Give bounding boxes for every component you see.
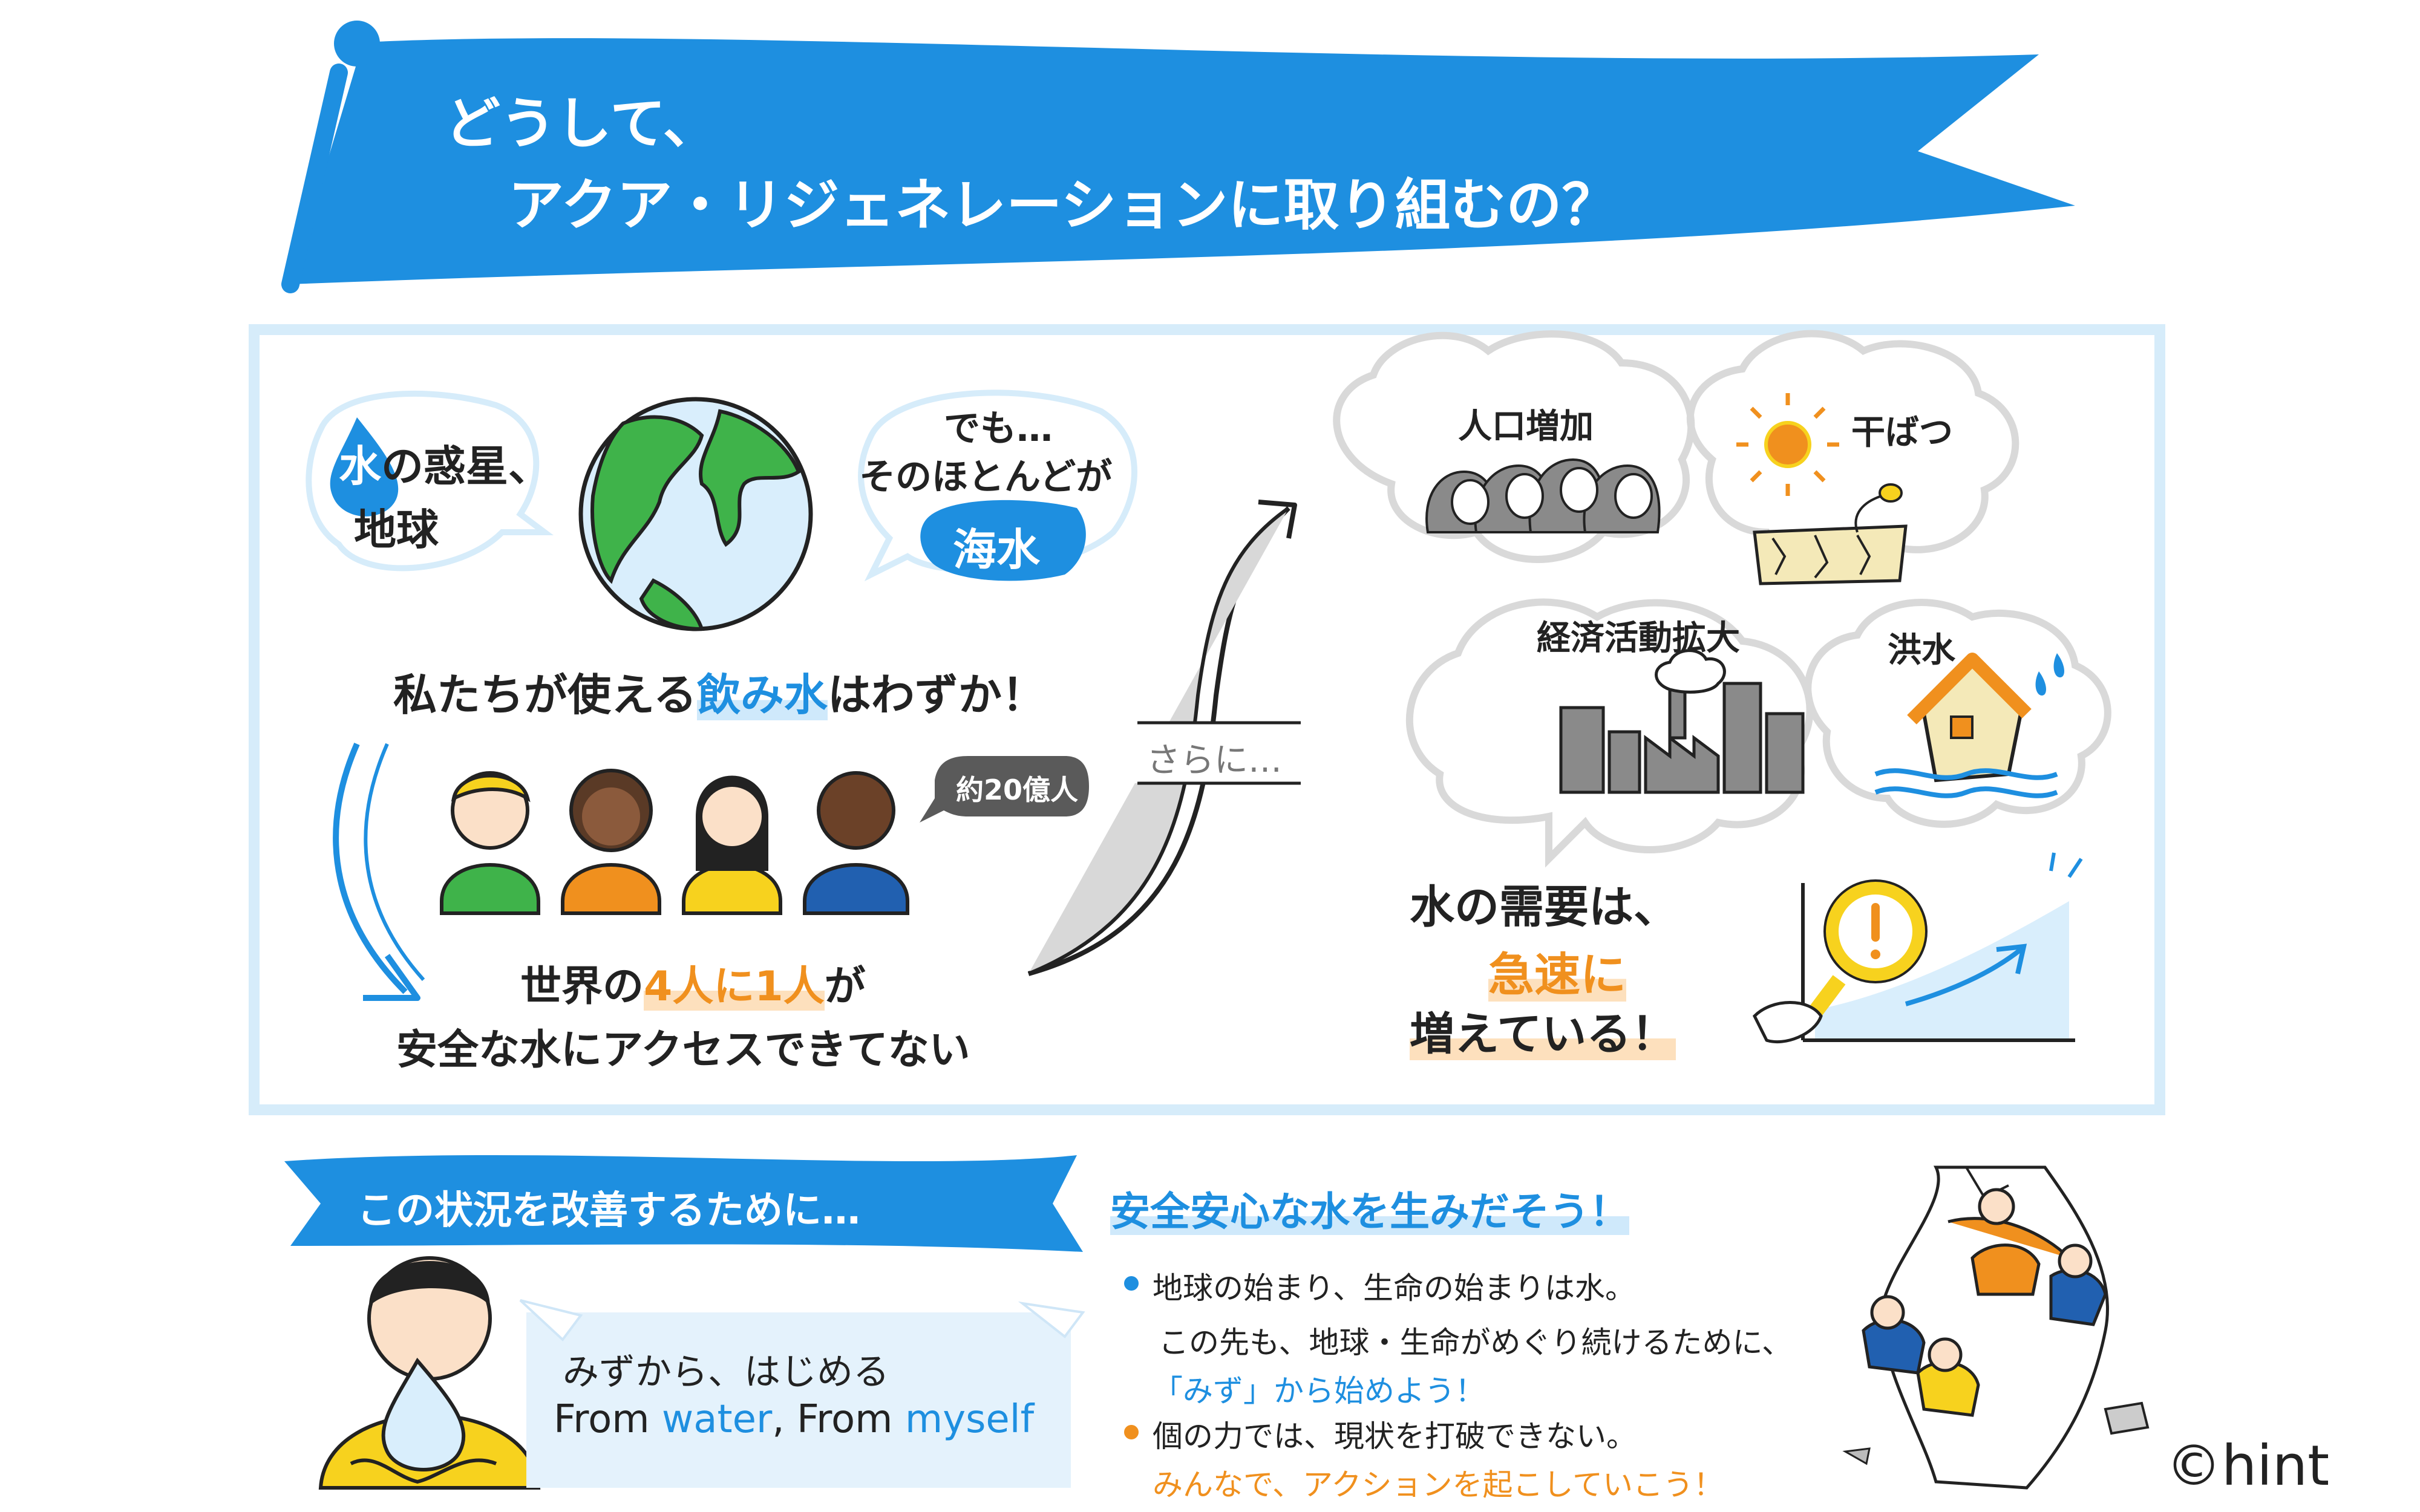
cloud-population [1333, 330, 1695, 563]
demand-highlight: 急速に [1488, 937, 1626, 1004]
smoke-cloud-icon [1655, 649, 1726, 694]
ocean-caption-line1: でも… [944, 408, 1053, 450]
water-drop-icon [330, 417, 399, 516]
note-from1: From [554, 1397, 662, 1442]
banner-title-line2: アクア・リジェネレーションに取り組むの？ [508, 173, 1618, 238]
note-water: water [661, 1397, 773, 1442]
title-banner-flag [281, 21, 2075, 293]
banner-title-line1: どうして、 [445, 91, 719, 156]
economy-label: 経済活動拡大 [1537, 619, 1740, 658]
world-post: が [824, 963, 866, 1011]
factory-icon [1559, 682, 1805, 794]
population-label: 人口増加 [1458, 407, 1594, 446]
planet-caption-rest: の惑星、 [381, 442, 551, 491]
bullet2-line2: みんなで、アクションを起こしていこう！ [1153, 1467, 1724, 1502]
demand-graph [1801, 852, 2083, 1042]
note-line2: From water, From myself [554, 1397, 1034, 1442]
seawater-label: 海水 [953, 524, 1041, 575]
note-comma: , From [772, 1397, 905, 1442]
world-pre: 世界の [520, 963, 644, 1011]
note-paper [526, 1312, 1071, 1488]
note-myself: myself [904, 1397, 1035, 1442]
ocean-bubble [858, 389, 1137, 582]
drinkable-highlight: 飲み水 [696, 670, 828, 720]
dry-ground-icon [1753, 483, 1908, 585]
world-line2: 安全な水にアクセスできてない [396, 1026, 970, 1074]
badge-bubble [920, 756, 1089, 823]
bullet1-line2: この先も、地球・生命がめぐり続けるために、 [1159, 1325, 1792, 1360]
sun-icon [1736, 393, 1839, 496]
drinkable-water-line: 私たちが使える飲み水はわずか！ [393, 659, 1045, 723]
planet-caption: 水の惑星、 [339, 432, 551, 494]
demand-highlight-text: 急速に [1488, 948, 1626, 1002]
person-with-drop-illustration [318, 1256, 541, 1490]
seawater-blob [920, 500, 1086, 581]
main-panel-border [249, 324, 2165, 1115]
cloud-economy [1405, 598, 1814, 868]
copyright: ©hint [2166, 1433, 2330, 1498]
bottom-headline-text: 安全安心な水を生みだそう！ [1110, 1188, 1629, 1235]
children-count-badge: 約20億人 [956, 774, 1079, 806]
demand-line1: 水の需要は、 [1410, 881, 1678, 933]
sarani-label: さらに… [1146, 741, 1282, 780]
demand-line3: 増えている！ [1410, 998, 1676, 1063]
bottom-banner-shape [284, 1155, 1083, 1252]
world-highlight: 4人に1人 [644, 963, 825, 1011]
bullet-dot-blue [1124, 1276, 1139, 1291]
bottom-banner-text: この状況を改善するために… [357, 1188, 860, 1233]
bullet1-line1: 地球の始まり、生命の始まりは水。 [1153, 1271, 1635, 1306]
children-illustration [440, 769, 909, 915]
planet-bubble [306, 391, 554, 572]
drinkable-post: はわずか！ [827, 670, 1045, 720]
bullet1-line3: 「みず」から始めよう！ [1153, 1374, 1485, 1409]
note-line1: みずから、はじめる [563, 1351, 889, 1393]
ocean-caption-line2: そのほとんどが [859, 456, 1113, 498]
crowd-icon [1425, 458, 1661, 533]
down-arrow-icon [333, 742, 425, 1001]
water-char: 水 [339, 442, 381, 491]
planet-caption-line2: 地球 [354, 505, 439, 555]
bottom-headline: 安全安心な水を生みだそう！ [1110, 1179, 1629, 1237]
bullet-dot-orange [1124, 1425, 1139, 1439]
bullet2-line1: 個の力では、現状を打破できない。 [1153, 1419, 1637, 1454]
drinkable-pre: 私たちが使える [393, 670, 697, 720]
magnifier-icon [1752, 879, 1928, 1044]
sarani-label-bg [1134, 723, 1304, 783]
world-line1: 世界の4人に1人が [520, 953, 866, 1012]
drought-label: 干ばつ [1851, 413, 1953, 452]
demand-line3-text: 増えている！ [1410, 1008, 1676, 1060]
team-climbing-illustration [1842, 1165, 2150, 1490]
flooded-house-icon [1874, 653, 2064, 798]
globe-icon [578, 397, 813, 631]
cloud-flood [1804, 599, 2111, 828]
flood-label: 洪水 [1888, 631, 1955, 670]
